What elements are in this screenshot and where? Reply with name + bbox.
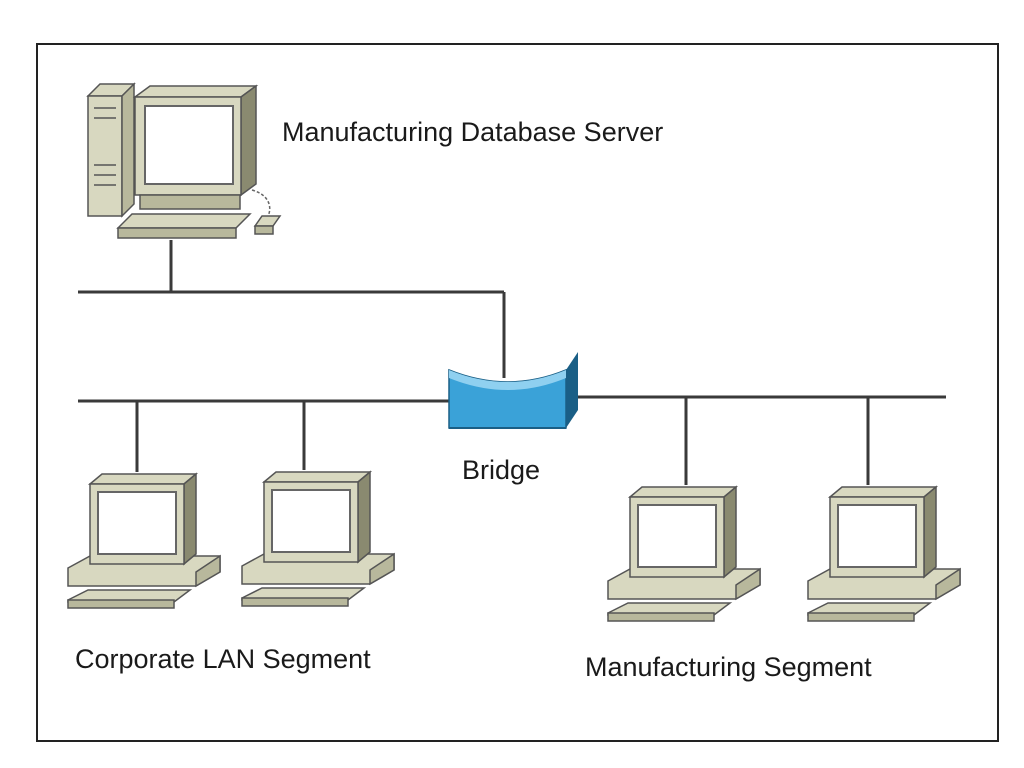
bridge-label: Bridge <box>462 455 540 485</box>
corporate-segment-label: Corporate LAN Segment <box>75 644 371 674</box>
network-links <box>78 240 946 485</box>
bridge-icon <box>448 352 578 429</box>
server-computer-icon <box>86 82 282 239</box>
manufacturing-segment-label: Manufacturing Segment <box>585 652 872 682</box>
server-label: Manufacturing Database Server <box>282 117 663 147</box>
